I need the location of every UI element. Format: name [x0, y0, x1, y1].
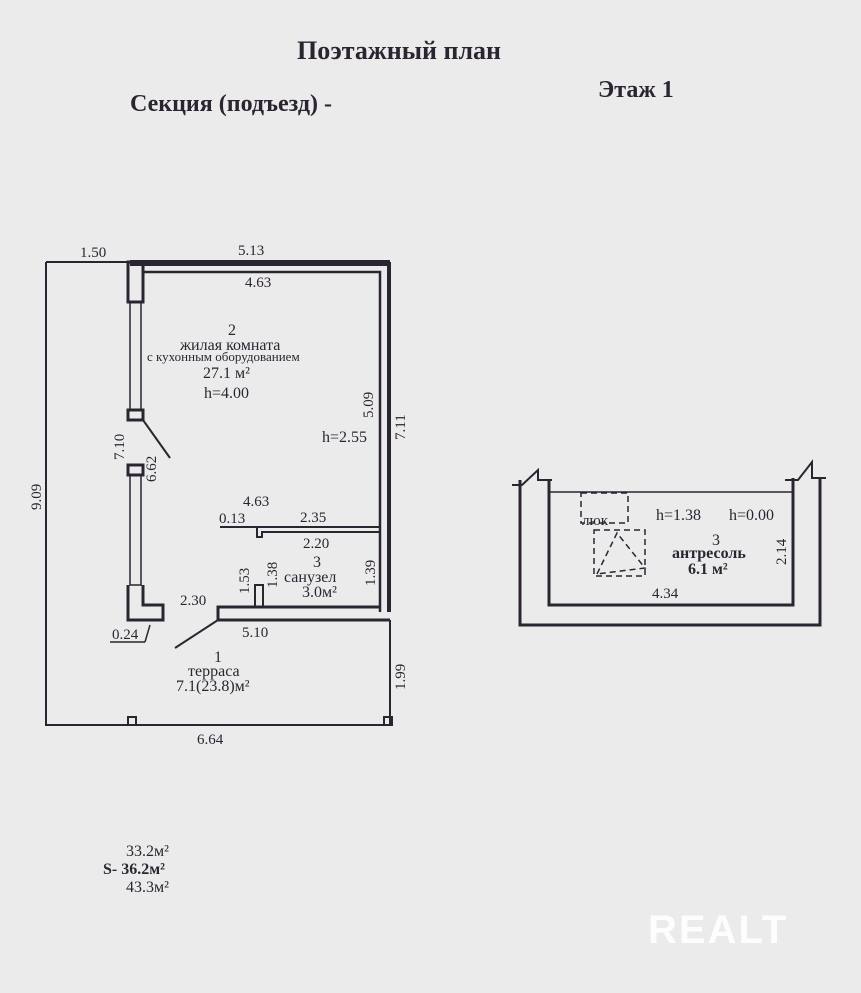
- door-swing: [142, 419, 171, 459]
- dim-label: 4.63: [245, 275, 272, 291]
- room-name: антресоль: [672, 545, 746, 562]
- dim-label: 5.09: [361, 391, 377, 418]
- mezzanine-drawing: [512, 459, 826, 627]
- dim-label: 2.30: [180, 593, 207, 609]
- floor-label: Этаж 1: [598, 77, 674, 103]
- hatch-label: люк: [582, 513, 608, 529]
- dim-label: 9.09: [29, 483, 45, 510]
- dim-label: 4.34: [652, 586, 679, 602]
- room-area: 6.1 м²: [688, 561, 728, 578]
- room-name: жилая комната: [180, 337, 281, 354]
- dim-label: 5.13: [238, 243, 265, 259]
- realt-watermark: REALT: [648, 908, 789, 952]
- dim-label: 4.63: [243, 494, 270, 510]
- wall-top: [130, 260, 390, 266]
- room-height-max: h=1.38: [656, 507, 702, 524]
- dim-label: 1.50: [80, 245, 107, 261]
- page-title: Поэтажный план: [297, 36, 502, 65]
- room-number: 2: [228, 322, 236, 339]
- room-number: 3: [712, 532, 720, 549]
- dim-label: 1.53: [237, 567, 253, 594]
- dim-label: 6.62: [144, 455, 160, 482]
- outer-boundary: [45, 262, 391, 726]
- room-name: санузел: [284, 569, 337, 586]
- dim-label: 1.99: [393, 663, 409, 690]
- room-area: 27.1 м²: [203, 365, 250, 382]
- dim-label: 5.10: [242, 625, 269, 641]
- room-height-min: h=0.00: [729, 507, 775, 524]
- room-number: 1: [214, 649, 222, 666]
- dim-label: 2.14: [774, 538, 790, 565]
- room-area: 3.0м²: [302, 584, 337, 601]
- room-area: 7.1(23.8)м²: [176, 678, 250, 695]
- total-area-1: 33.2м²: [126, 843, 169, 860]
- hatch-outline: [580, 492, 629, 524]
- dim-label: 7.11: [393, 414, 409, 440]
- room-name: терраса: [188, 663, 240, 680]
- dim-label: 0.13: [219, 511, 246, 527]
- dim-label: 7.10: [112, 433, 128, 460]
- section-label: Секция (подъезд) -: [130, 91, 332, 117]
- dim-label: 1.38: [265, 561, 281, 588]
- total-area-2: S- 36.2м²: [103, 861, 165, 878]
- window-2: [129, 474, 142, 586]
- room-number: 3: [313, 554, 321, 571]
- room-height-min: h=2.55: [322, 429, 368, 446]
- room-height-max: h=4.00: [204, 385, 250, 402]
- dim-label: 6.64: [197, 732, 224, 748]
- dim-label: 0.24: [112, 627, 139, 643]
- room-note: с кухонным оборудованием: [147, 349, 300, 364]
- dim-label: 1.39: [363, 559, 379, 586]
- total-area-3: 43.3м²: [126, 879, 169, 896]
- window-1: [129, 301, 142, 411]
- dim-label: 2.20: [303, 536, 330, 552]
- dim-label: 2.35: [300, 510, 327, 526]
